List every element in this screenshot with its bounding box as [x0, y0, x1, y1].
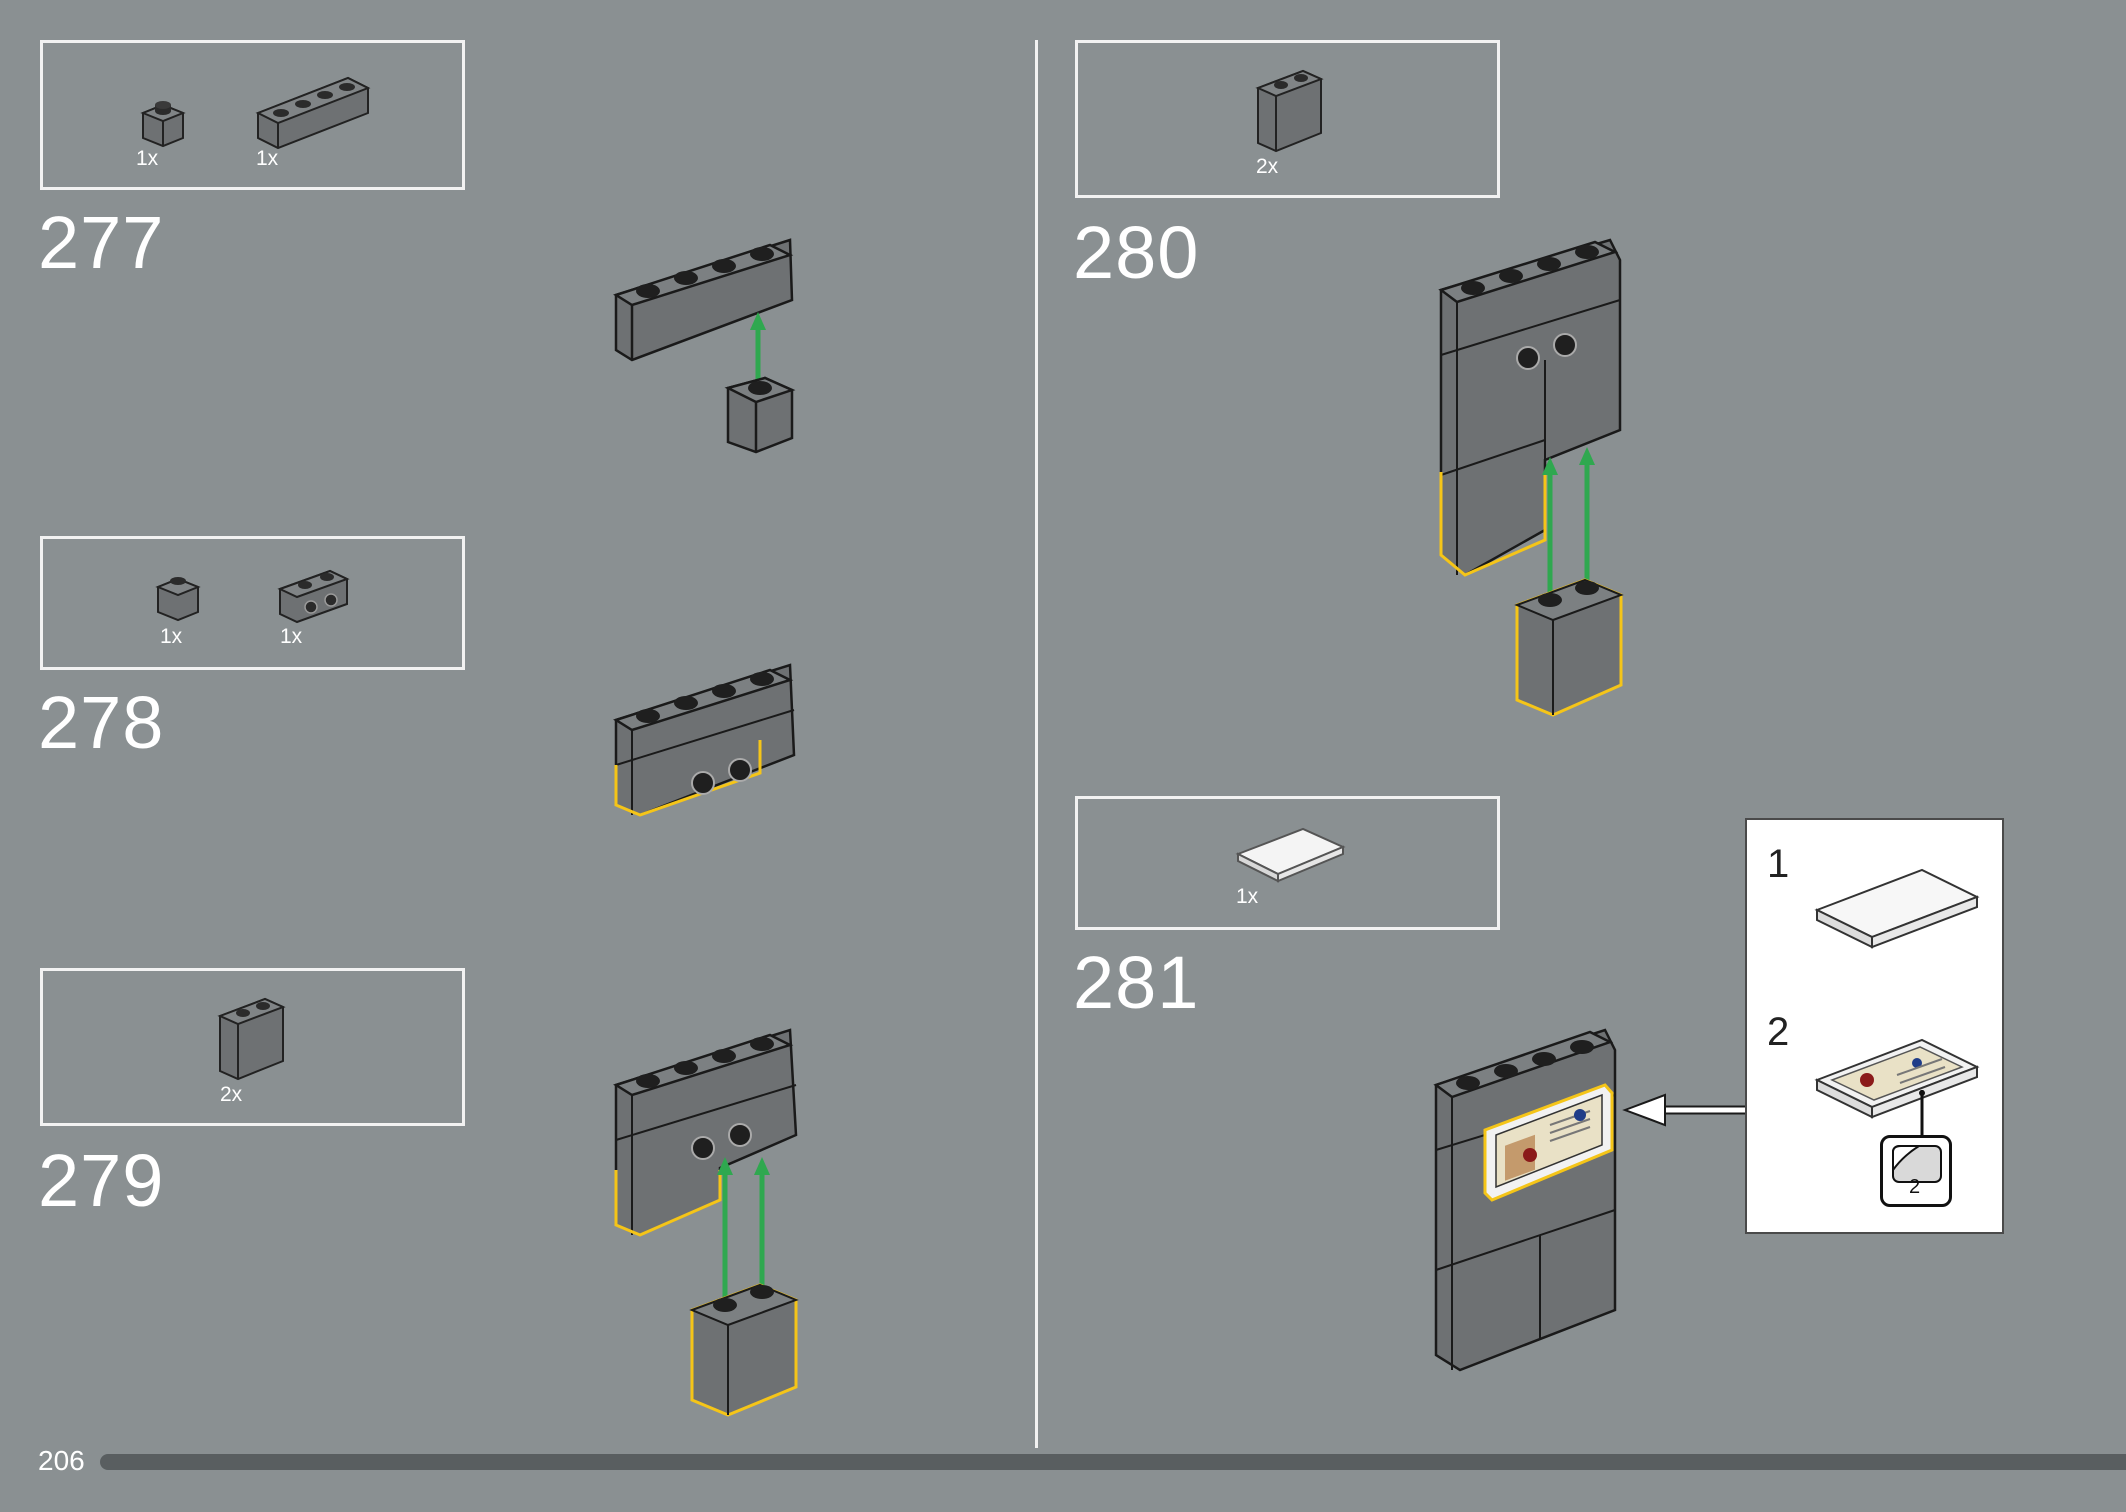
- brick-1x1-icon: [155, 577, 201, 622]
- page-divider: [1035, 40, 1038, 1448]
- sticker-callout: 2: [1880, 1135, 1952, 1207]
- step-278-assembly: [613, 663, 796, 817]
- step-number-279: 279: [38, 1139, 165, 1222]
- qty-label: 2x: [220, 1083, 243, 1106]
- parts-callout-280: 2x: [1075, 40, 1500, 198]
- brick-1x2x2: [689, 1283, 799, 1417]
- step-number-278: 278: [38, 681, 165, 764]
- tile-2x3-white: [1814, 868, 1980, 949]
- step-number-280: 280: [1073, 211, 1200, 294]
- page-number: 206: [38, 1445, 85, 1476]
- brick-1x2x2-icon: [1255, 69, 1324, 153]
- brick-1x4-icon: [255, 76, 371, 150]
- white-left-arrow-icon: [1622, 1093, 1748, 1127]
- step-277-assembly: [613, 238, 796, 454]
- green-up-arrow-icon: [717, 1157, 770, 1315]
- step-280-assembly: [1438, 238, 1624, 717]
- step-number-277: 277: [38, 201, 165, 284]
- sub-step-number: 2: [1767, 1010, 1790, 1054]
- tile-with-sticker: [1814, 1038, 1980, 1119]
- brick-1x2x2: [1514, 578, 1624, 717]
- green-up-arrow-icon: [750, 312, 766, 380]
- sticker-icon: [1892, 1145, 1942, 1183]
- step-279-assembly: [613, 1028, 799, 1417]
- parts-callout-279: 2x: [40, 968, 465, 1126]
- step-number-281: 281: [1073, 941, 1200, 1024]
- qty-label: 2x: [1256, 155, 1279, 178]
- printed-tile: [1483, 1083, 1614, 1202]
- qty-label: 1x: [1236, 885, 1259, 908]
- brick-1x2-side-studs-icon: [277, 569, 350, 624]
- sticker-number: 2: [1909, 1176, 1921, 1198]
- qty-label: 1x: [280, 625, 303, 648]
- brick-1x1-icon: [140, 101, 186, 148]
- sticker-pointer: [1919, 1090, 1925, 1140]
- parts-callout-281: 1x: [1075, 796, 1500, 930]
- green-up-arrow-icon: [1542, 447, 1595, 605]
- progress-bar: [100, 1454, 2126, 1470]
- qty-label: 1x: [256, 147, 279, 170]
- sub-step-number: 1: [1767, 842, 1790, 886]
- tile-2x3-white-icon: [1235, 827, 1346, 883]
- brick-1x1: [724, 376, 796, 454]
- qty-label: 1x: [136, 147, 159, 170]
- step-281-assembly: [1433, 1028, 1748, 1372]
- qty-label: 1x: [160, 625, 183, 648]
- parts-callout-278: 1x 1x: [40, 536, 465, 670]
- sub-assembly-panel: 1 2 2: [1745, 818, 2004, 1234]
- brick-1x2x2-icon: [217, 997, 286, 1081]
- parts-callout-277: 1x 1x: [40, 40, 465, 190]
